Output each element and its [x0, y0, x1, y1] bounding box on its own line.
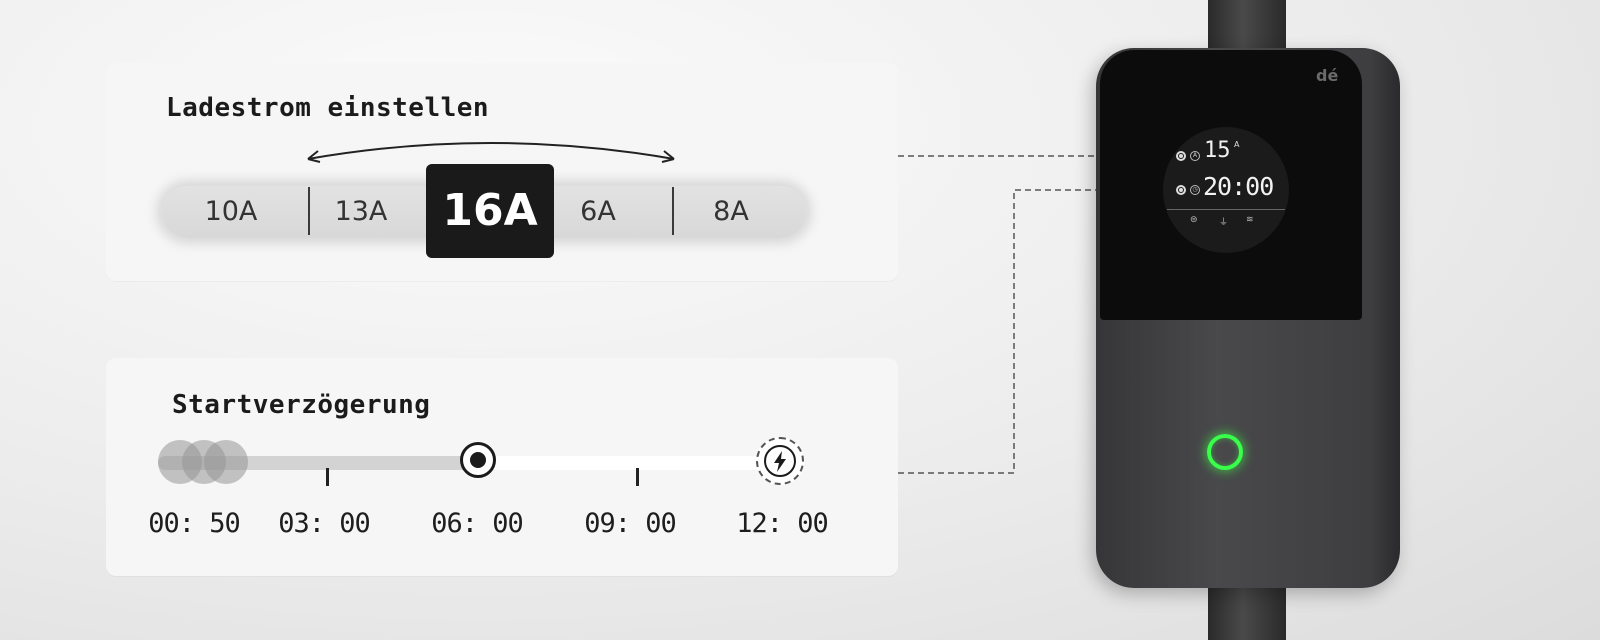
charging-current-title: Ladestrom einstellen: [166, 93, 490, 123]
display-current-value: 15: [1204, 138, 1231, 163]
device-logo: dé: [1316, 66, 1339, 85]
current-option-13a[interactable]: 13A: [334, 196, 388, 227]
slider-tick: [636, 468, 639, 486]
time-label-0300: 03: 00: [278, 508, 371, 539]
clock-icon: ◷: [1190, 185, 1200, 195]
amp-icon: A: [1190, 151, 1200, 161]
delay-slider-thumb[interactable]: [460, 442, 496, 478]
time-label-0050: 00: 50: [148, 508, 241, 539]
divider: [672, 187, 674, 235]
display-indicator-dot: [1176, 185, 1186, 195]
current-option-16a-selected[interactable]: 16A: [426, 164, 554, 258]
cable-bottom: [1208, 588, 1286, 640]
current-option-10a[interactable]: 10A: [204, 196, 258, 227]
display-indicator-dot: [1176, 151, 1186, 161]
time-label-0900: 09: 00: [584, 508, 677, 539]
status-led-ring: [1207, 434, 1243, 470]
ground-status-icon: ⏚: [1219, 218, 1229, 228]
current-option-8a[interactable]: 8A: [713, 196, 749, 227]
time-label-1200: 12: 00: [736, 508, 829, 539]
current-option-6a[interactable]: 6A: [580, 196, 616, 227]
time-label-0600: 06: 00: [431, 508, 524, 539]
lightning-bolt-icon: [774, 451, 786, 472]
slider-ghost-marker: [204, 440, 248, 484]
slider-tick: [326, 468, 329, 486]
display-current-unit: A: [1234, 140, 1240, 149]
divider: [308, 187, 310, 235]
display-time-value: 20:00: [1203, 172, 1274, 201]
charge-start-icon: [756, 437, 804, 485]
wifi-status-icon: ≋: [1246, 215, 1254, 225]
swipe-arrow-icon: [307, 142, 675, 163]
display-divider: [1167, 209, 1285, 210]
charging-current-card: Ladestrom einstellen 10A 13A 16A 6A 8A: [106, 63, 898, 281]
start-delay-card: Startverzögerung 00: 50 03: 00 06: 00 09…: [106, 358, 898, 576]
cable-top: [1208, 0, 1286, 52]
start-delay-title: Startverzögerung: [172, 390, 431, 420]
vehicle-status-icon: ⊜: [1190, 215, 1198, 225]
